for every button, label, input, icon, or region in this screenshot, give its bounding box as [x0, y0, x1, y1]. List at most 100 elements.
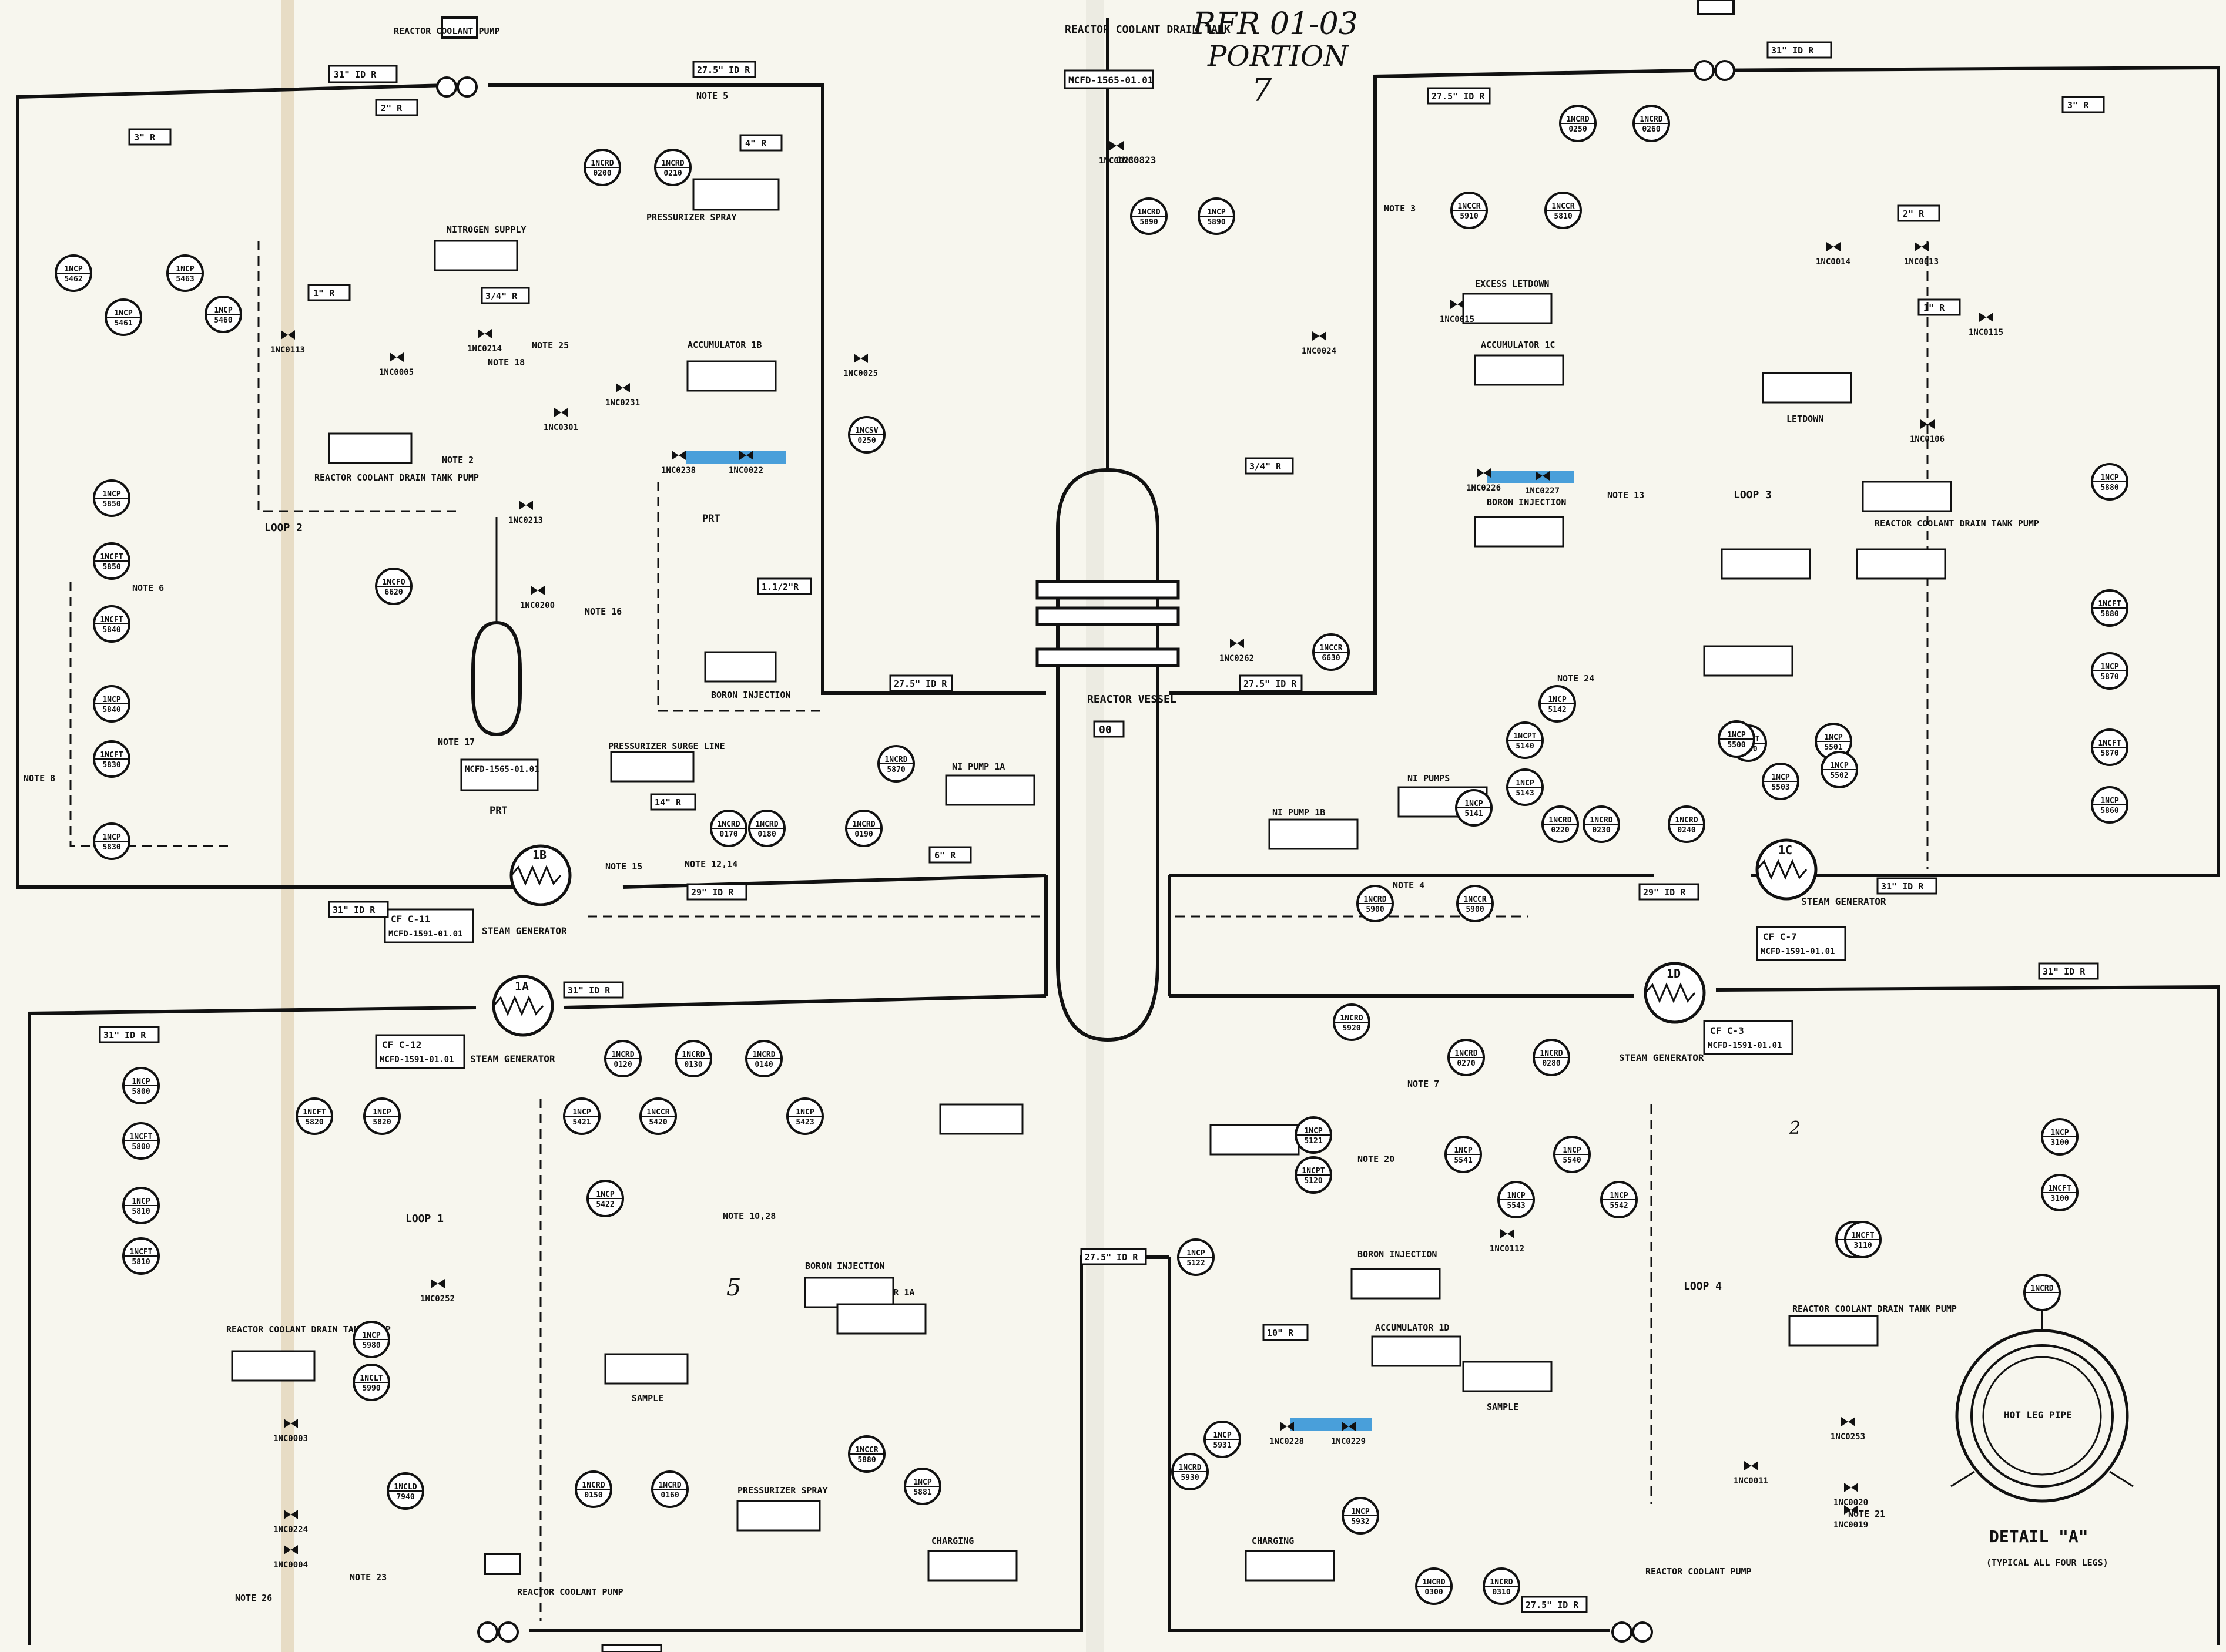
tag-box-spray-ll [736, 1500, 821, 1532]
instrument-tag: 1NCFT [100, 616, 123, 624]
reactor-vessel [1035, 18, 1180, 1042]
instrument-number: 0240 [1677, 826, 1695, 835]
instrument-number: 5830 [102, 761, 120, 770]
instrument-tag: 1NCRD [591, 159, 614, 168]
svg-text:MCFD-1591-01.01: MCFD-1591-01.01 [1708, 1041, 1782, 1050]
sample-label: SAMPLE [632, 1393, 663, 1403]
svg-text:1" R: 1" R [1923, 303, 1945, 313]
header-line2: PORTION [1207, 40, 1349, 73]
tag-box-ni-1a [945, 774, 1035, 806]
instrument-number: 5462 [64, 275, 82, 284]
instrument-number: 6620 [384, 588, 403, 597]
boron-injection-ur: BORON INJECTION [1487, 497, 1566, 508]
instrument-tag: 1NCP [1771, 773, 1789, 782]
svg-text:27.5" ID R: 27.5" ID R [894, 679, 947, 689]
instrument-tag: 1NCCR [646, 1108, 669, 1117]
valve-1nc0213: 1NC0213 [508, 501, 543, 525]
svg-text:3/4" R: 3/4" R [485, 291, 518, 301]
svg-text:1NC0262: 1NC0262 [1219, 654, 1254, 663]
sg1b-id: 1B [532, 848, 547, 862]
valve-1nc0020: 1NC0020 [1833, 1483, 1868, 1507]
instrument-tag: 1NCCR [855, 1446, 878, 1455]
valve-1nc0112: 1NC0112 [1490, 1229, 1524, 1254]
svg-text:CF C-12: CF C-12 [382, 1039, 421, 1050]
svg-text:MCFD-1591-01.01: MCFD-1591-01.01 [380, 1055, 454, 1065]
drain-pump-lower-right: REACTOR COOLANT DRAIN TANK PUMP [1792, 1304, 1957, 1314]
note-2: NOTE 2 [442, 455, 474, 465]
main-loop-pipes [16, 65, 2220, 1645]
instrument-number: 0310 [1492, 1588, 1510, 1597]
valve-1nc0106: 1NC0106 [1910, 419, 1945, 444]
tag-box-sample [604, 1353, 689, 1385]
instrument-number: 5900 [1366, 905, 1384, 914]
sg1d-label: STEAM GENERATOR [1619, 1052, 1704, 1063]
note-1028: NOTE 10,28 [723, 1211, 776, 1221]
svg-text:1NC0022: 1NC0022 [729, 466, 763, 475]
steam-generator-1d: 1D [1644, 962, 1706, 1024]
instrument-tag: 1NCFT [2098, 600, 2121, 609]
instrument-number: 5120 [1304, 1177, 1322, 1186]
drain-pump-upper-right: REACTOR COOLANT DRAIN TANK PUMP [1875, 518, 2039, 529]
instrument-number: 5890 [1139, 218, 1158, 227]
instrument-tag: 1NCP [362, 1331, 380, 1340]
instrument-tag: 1NCFT [2098, 739, 2121, 748]
instrument-tag: 1NCP [102, 833, 120, 842]
tag-box-spray-ref [692, 178, 780, 211]
pipe-tag-31-ml: 31" ID R [328, 901, 389, 918]
valve-1nc0301: 1NC0301 [544, 408, 578, 432]
pipe-tag-27-ll: 27.5" ID R [1080, 1248, 1147, 1265]
valve-1nc0011: 1NC0011 [1734, 1461, 1768, 1486]
instrument-number: 5810 [1554, 212, 1572, 221]
instrument-number: 5420 [649, 1118, 667, 1127]
binding-edge [281, 0, 294, 1652]
instrument-tag: 1NCRD [752, 1050, 775, 1059]
svg-text:31" ID R: 31" ID R [334, 69, 377, 80]
note-20: NOTE 20 [1357, 1154, 1394, 1164]
tag-box-ni-lower-2 [1209, 1124, 1300, 1156]
instrument-tag: 1NCFO [382, 578, 405, 587]
svg-text:31" ID R: 31" ID R [1881, 881, 1924, 892]
instrument-number: 5463 [176, 275, 194, 284]
instrument-tag: 1NCRD [682, 1050, 705, 1059]
note-23: NOTE 23 [350, 1572, 387, 1583]
instrument-tag: 1NCRD [1590, 816, 1612, 825]
hot-leg-label: HOT LEG PIPE [2004, 1409, 2072, 1421]
instrument-tag: 1NCP [1507, 1191, 1525, 1200]
note-26: NOTE 26 [235, 1593, 272, 1603]
valve-1nc0231: 1NC0231 [605, 383, 640, 408]
instrument-1ncrd: 1NCRD [2023, 1274, 2061, 1311]
instrument-tag: 1NCRD [1675, 816, 1698, 825]
ni-pumps-label: NI PUMPS [1407, 773, 1450, 784]
loop-2-label: LOOP 2 [264, 522, 303, 534]
instrument-tag: 1NCP [1727, 731, 1745, 740]
rcp-bottom-left [477, 1553, 521, 1643]
instrument-tag: 1NCP [102, 696, 120, 704]
instrument-tag: 1NCRD [1454, 1049, 1477, 1058]
instrument-number: 5880 [2100, 610, 2118, 619]
instrument-number: 5932 [1351, 1517, 1369, 1526]
instrument-number: 5810 [132, 1258, 150, 1267]
letdown-label: LETDOWN [1786, 414, 1823, 424]
instrument-tag: 1NCP [1563, 1146, 1581, 1155]
svg-text:1NC0252: 1NC0252 [420, 1294, 455, 1304]
svg-text:CF C-3: CF C-3 [1710, 1025, 1744, 1036]
svg-text:1NC0226: 1NC0226 [1466, 483, 1501, 493]
svg-text:27.5" ID R: 27.5" ID R [1243, 679, 1297, 689]
